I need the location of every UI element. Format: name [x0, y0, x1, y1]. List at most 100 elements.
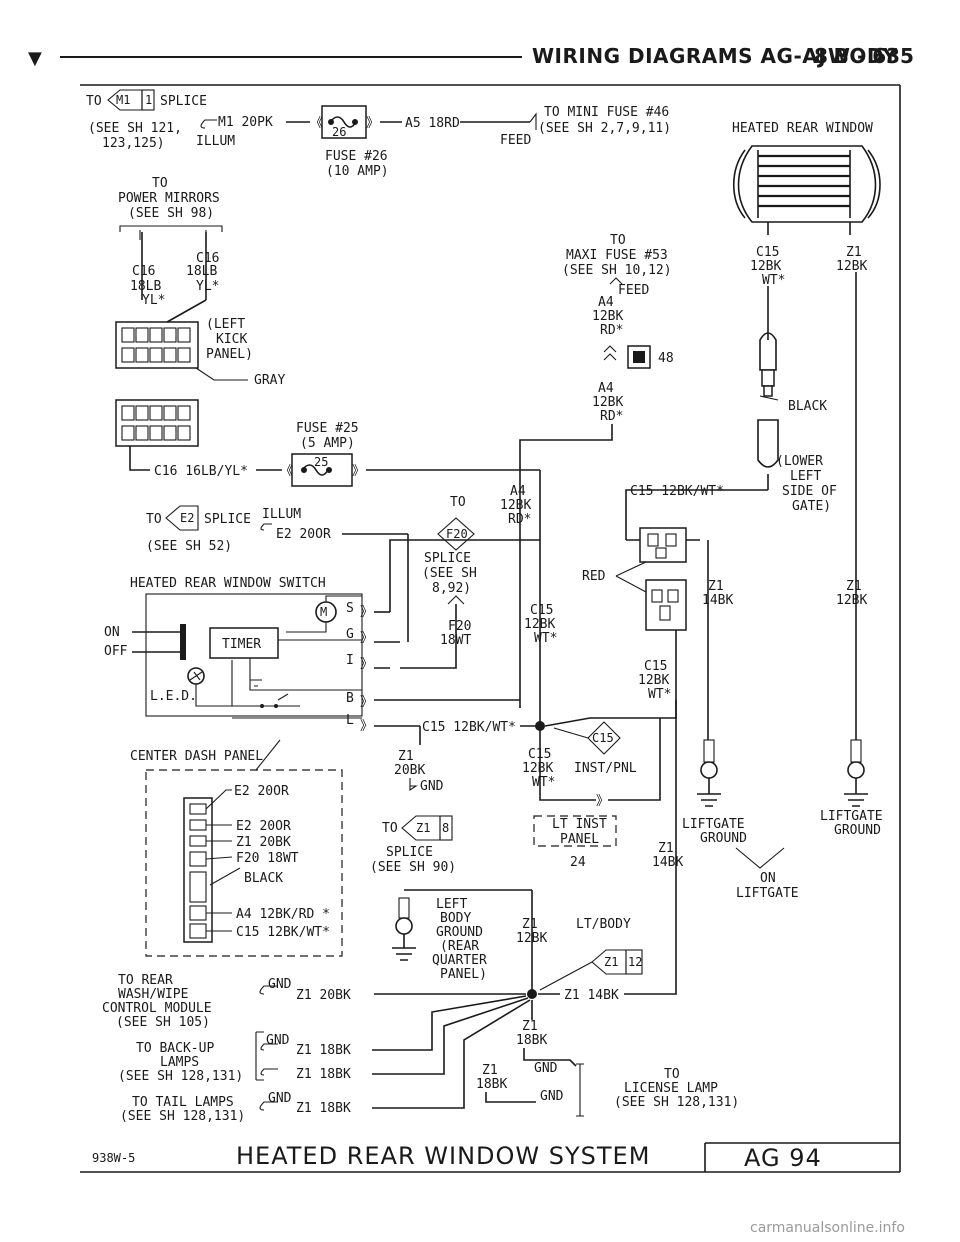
svg-text:MAXI FUSE #53: MAXI FUSE #53	[566, 248, 668, 263]
svg-text:TIMER: TIMER	[222, 637, 261, 652]
svg-text:Z1: Z1	[846, 579, 862, 594]
page-number: 8W - 635	[814, 44, 914, 68]
svg-text:OFF: OFF	[104, 644, 128, 659]
svg-text:123,125): 123,125)	[102, 136, 165, 151]
svg-text:A5 18RD: A5 18RD	[405, 116, 460, 131]
svg-text:LICENSE LAMP: LICENSE LAMP	[624, 1081, 718, 1096]
svg-text:BODY: BODY	[440, 911, 471, 926]
svg-text:F20 18WT: F20 18WT	[236, 851, 299, 866]
svg-text:WT*: WT*	[532, 775, 555, 790]
svg-text:RD*: RD*	[600, 409, 623, 424]
svg-text:TO: TO	[450, 495, 466, 510]
svg-text:Z1: Z1	[522, 917, 538, 932]
svg-text:《: 《	[310, 116, 323, 131]
svg-text:LT INST: LT INST	[552, 817, 607, 832]
svg-text:TO: TO	[146, 512, 162, 527]
svg-text:WT*: WT*	[648, 687, 671, 702]
liftgate-grounds: LIFTGATE GROUND LIFTGATE GROUND ON LIFTG…	[652, 739, 883, 990]
svg-text:TO REAR: TO REAR	[118, 973, 173, 988]
svg-text:Z1: Z1	[846, 245, 862, 260]
svg-text:》: 》	[360, 631, 373, 646]
svg-text:C16: C16	[196, 251, 219, 266]
svg-text:》: 》	[366, 116, 379, 131]
svg-text:1: 1	[145, 93, 152, 107]
header-rule	[60, 56, 522, 58]
svg-text:(LEFT: (LEFT	[206, 317, 245, 332]
svg-text:YL*: YL*	[142, 293, 165, 308]
svg-text:E2 20OR: E2 20OR	[276, 527, 331, 542]
svg-text:ON: ON	[760, 871, 776, 886]
svg-text:G: G	[346, 627, 354, 642]
svg-text:C15 12BK/WT*: C15 12BK/WT*	[422, 720, 516, 735]
svg-text:GROUND: GROUND	[436, 925, 483, 940]
svg-text:C15: C15	[530, 603, 553, 618]
svg-text:TO: TO	[382, 821, 398, 836]
svg-text:GND: GND	[266, 1033, 290, 1048]
svg-text:LEFT: LEFT	[790, 469, 821, 484]
svg-text:(SEE SH 121,: (SEE SH 121,	[88, 121, 182, 136]
svg-text:Z1 18BK: Z1 18BK	[296, 1101, 351, 1116]
ground-splice: Z1 14BK TO REAR WASH/WIPE CONTROL MODULE…	[102, 973, 739, 1124]
svg-text:INST/PNL: INST/PNL	[574, 761, 637, 776]
svg-text:A4 12BK/RD *: A4 12BK/RD *	[236, 907, 330, 922]
svg-text:Z1: Z1	[482, 1063, 498, 1078]
rear-window-leads: C15 12BK WT* Z1 12BK BLACK (LOWER LEFT S…	[625, 245, 867, 740]
svg-text:《: 《	[280, 464, 293, 479]
svg-text:Z1 14BK: Z1 14BK	[564, 988, 619, 1003]
svg-text:Z1: Z1	[658, 841, 674, 856]
svg-text:F20: F20	[448, 619, 471, 634]
svg-text:(SEE SH 10,12): (SEE SH 10,12)	[562, 263, 672, 278]
svg-text:SPLICE: SPLICE	[424, 551, 471, 566]
svg-text:GRAY: GRAY	[254, 373, 285, 388]
svg-text:M1 20PK: M1 20PK	[218, 115, 273, 130]
svg-text:RED: RED	[582, 569, 606, 584]
svg-text:12BK: 12BK	[524, 617, 555, 632]
footer-page: AG 94	[744, 1144, 822, 1172]
svg-text:12BK: 12BK	[836, 259, 867, 274]
svg-text:ON: ON	[104, 625, 120, 640]
triangle-marker-icon: ▼	[28, 48, 42, 69]
svg-text:E2 20OR: E2 20OR	[236, 819, 291, 834]
svg-text:18BK: 18BK	[516, 1033, 547, 1048]
svg-text:》: 》	[360, 657, 373, 672]
svg-text:WT*: WT*	[762, 273, 785, 288]
svg-text:Z1: Z1	[522, 1019, 538, 1034]
center-dash-panel: CENTER DASH PANEL E2 20OR E2 20OR Z1 20B…	[130, 739, 343, 957]
footer-title: HEATED REAR WINDOW SYSTEM	[236, 1142, 650, 1170]
svg-text:L.E.D.: L.E.D.	[150, 689, 197, 704]
svg-text:(10 AMP): (10 AMP)	[326, 164, 389, 179]
svg-text:E2: E2	[180, 511, 194, 525]
svg-text:QUARTER: QUARTER	[432, 953, 487, 968]
svg-text:C15 12BK/WT*: C15 12BK/WT*	[630, 484, 724, 499]
svg-text:Z1 20BK: Z1 20BK	[236, 835, 291, 850]
svg-text:12BK: 12BK	[592, 395, 623, 410]
page-header: ▼ WIRING DIAGRAMS AG-AJ BODY 8W - 635	[0, 0, 960, 80]
svg-text:GND: GND	[420, 779, 444, 794]
svg-text:LIFTGATE: LIFTGATE	[736, 886, 799, 901]
svg-text:Z1 20BK: Z1 20BK	[296, 988, 351, 1003]
page-section-title: WIRING DIAGRAMS AG-AJ BODY	[532, 44, 898, 68]
svg-text:》: 》	[360, 695, 373, 710]
svg-text:18LB: 18LB	[186, 264, 217, 279]
svg-text:GROUND: GROUND	[834, 823, 881, 838]
svg-text:KICK: KICK	[216, 332, 247, 347]
svg-text:GND: GND	[268, 1091, 292, 1106]
svg-text:(SEE SH: (SEE SH	[422, 566, 477, 581]
svg-text:A4: A4	[510, 484, 526, 499]
svg-text:LIFTGATE: LIFTGATE	[820, 809, 883, 824]
svg-text:(SEE SH 52): (SEE SH 52)	[146, 539, 232, 554]
svg-text:PANEL: PANEL	[560, 832, 599, 847]
svg-text:CENTER DASH PANEL: CENTER DASH PANEL	[130, 749, 263, 764]
svg-text:RD*: RD*	[508, 512, 531, 527]
svg-text:GATE): GATE)	[792, 499, 831, 514]
svg-text:(SEE SH 128,131): (SEE SH 128,131)	[614, 1095, 739, 1110]
svg-text:C16: C16	[132, 264, 155, 279]
svg-text:14BK: 14BK	[702, 593, 733, 608]
svg-text:(LOWER: (LOWER	[776, 454, 823, 469]
svg-text:(SEE SH 105): (SEE SH 105)	[116, 1015, 210, 1030]
svg-text:POWER MIRRORS: POWER MIRRORS	[118, 191, 220, 206]
diagram-footer: 938W-5 HEATED REAR WINDOW SYSTEM AG 94	[92, 1142, 822, 1172]
footer-code: 938W-5	[92, 1151, 135, 1165]
heated-rear-window-grid: HEATED REAR WINDOW	[732, 121, 881, 235]
svg-text:I: I	[346, 653, 354, 668]
